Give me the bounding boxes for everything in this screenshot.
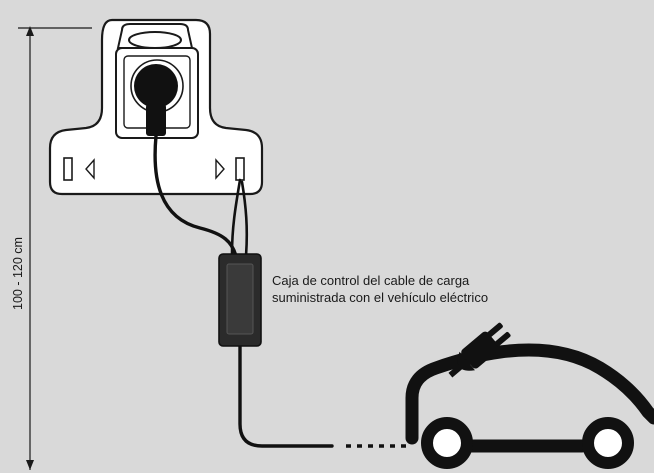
arrow-up-icon [26,26,34,36]
cable-box-to-car [238,342,334,448]
plug-icon [448,322,511,378]
right-mount-slot [235,157,245,181]
car-body [405,343,654,445]
wall-socket-unit [48,18,264,196]
cable-right-loop-a [230,178,242,256]
lid-handle [128,31,182,49]
chevron-right-icon [215,158,225,180]
chevron-left-icon [85,158,95,180]
front-wheel [421,417,473,469]
arrow-down-icon [26,460,34,470]
plug-head [134,64,178,108]
height-label: 100 - 120 cm [11,237,25,310]
control-box-label-line2: suministrada con el vehículo eléctrico [272,290,488,305]
charging-cable [153,134,406,448]
cable-socket-to-box [153,134,238,258]
cable-right-loop-b [240,180,249,258]
plug-grip [146,104,166,136]
height-dimension: 100 - 120 cm [11,26,92,470]
control-box-panel [226,263,254,335]
rear-wheel [582,417,634,469]
control-box [218,253,262,347]
electric-car-icon [405,322,654,469]
control-box-label-line1: Caja de control del cable de carga [272,273,470,288]
left-mount-slot [63,157,73,181]
